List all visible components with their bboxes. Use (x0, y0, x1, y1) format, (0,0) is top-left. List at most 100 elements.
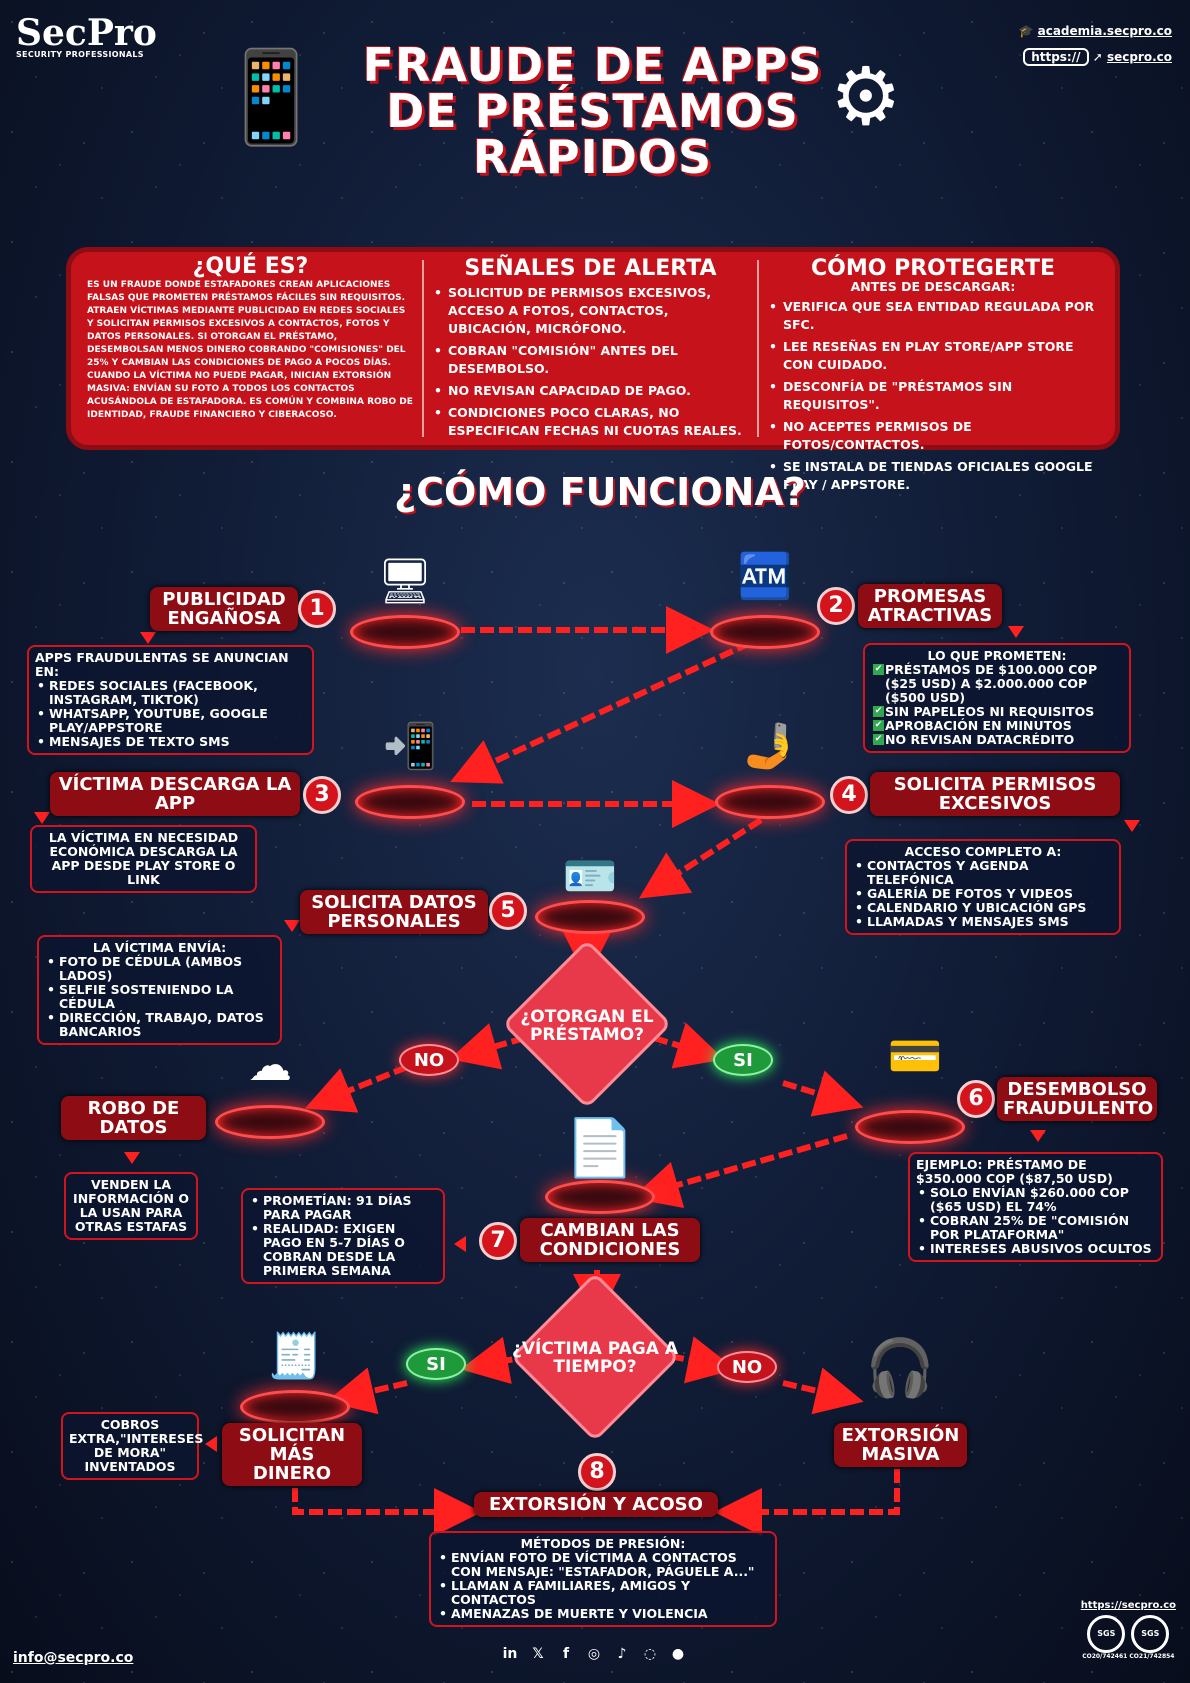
graduation-cap-icon: 🎓 (1018, 24, 1034, 38)
platform (215, 1105, 325, 1139)
step-3-label: VÍCTIMA DESCARGA LA APP (50, 772, 300, 816)
arrow-si-more-money (326, 1367, 408, 1415)
arrow-more-money-8 (292, 1469, 482, 1536)
arrow-no-extortion (782, 1367, 864, 1415)
step-4-box: ACCESO COMPLETO A: CONTACTOS Y AGENDA TE… (845, 839, 1121, 935)
decision-question: ¿VÍCTIMA PAGA A TIEMPO? (512, 1339, 678, 1377)
pointer-triangle (454, 1236, 466, 1252)
step-5-number: 5 (489, 892, 527, 930)
arrow-no-robo (304, 1064, 409, 1113)
more-money-label: SOLICITAN MÁS DINERO (222, 1423, 362, 1486)
step-2-number: 2 (817, 587, 855, 625)
alert-item: CONDICIONES POCO CLARAS, NO ESPECIFICAN … (432, 404, 749, 440)
cash-card-illustration: 💳 (887, 1031, 943, 1082)
cursor-icon: ➚ (1092, 50, 1103, 64)
alert-item: NO REVISAN CAPACIDAD DE PAGO. (432, 382, 749, 400)
site-link[interactable]: secpro.co (1106, 50, 1172, 64)
facebook-icon[interactable]: f (562, 1646, 570, 1662)
pointer-triangle (284, 920, 300, 932)
arrow-decision-si (653, 1022, 725, 1069)
what-is-section: ¿QUÉ ES? ES UN FRAUDE DONDE ESTAFADORES … (79, 256, 424, 437)
arrow-6-to-7 (631, 1133, 848, 1209)
cloud-data-illustration: ☁ (248, 1040, 292, 1091)
secpro-logo: SecPro SECURITY PROFESSIONALS (16, 12, 157, 59)
page-title: FRAUDE DE APPS DE PRÉSTAMOS RÁPIDOS (362, 38, 823, 184)
pointer-triangle (140, 632, 156, 644)
step-7-box: PROMETÍAN: 91 DÍAS PARA PAGARREALIDAD: E… (241, 1188, 445, 1284)
sgs-badge: SGS (1087, 1615, 1126, 1653)
pointer-triangle (1124, 820, 1140, 832)
check-icon-item: PRÉSTAMOS DE $100.000 COP ($25 USD) A $2… (871, 663, 1123, 705)
platform (355, 785, 465, 819)
protect-item: SE INSTALA DE TIENDAS OFICIALES GOOGLE P… (767, 458, 1099, 494)
social-icons: in 𝕏 f ◎ ♪ ◌ ● (500, 1644, 688, 1664)
yes-badge: SI (406, 1348, 466, 1380)
step-2-label: PROMESAS ATRACTIVAS (858, 584, 1002, 628)
pointer-triangle (1030, 1130, 1046, 1142)
chat-icon[interactable]: ◌ (643, 1646, 657, 1662)
step-5-label: SOLICITA DATOS PERSONALES (300, 890, 488, 934)
data-theft-box: VENDEN LA INFORMACIÓN O LA USAN PARA OTR… (64, 1172, 198, 1240)
arrow-extortion-8 (714, 1469, 900, 1536)
data-theft-label: ROBO DE DATOS (61, 1096, 206, 1140)
step-5-box: LA VÍCTIMA ENVÍA: FOTO DE CÉDULA (AMBOS … (37, 935, 282, 1045)
step-6-number: 6 (957, 1080, 995, 1118)
step-8-box: MÉTODOS DE PRESIÓN: ENVÍAN FOTO DE VÍCTI… (429, 1531, 777, 1627)
atm-illustration: 🏧 (737, 551, 793, 602)
step-8-number: 8 (578, 1453, 616, 1491)
info-panel: ¿QUÉ ES? ES UN FRAUDE DONDE ESTAFADORES … (66, 247, 1120, 493)
hand-phone-illustration: 🤳 (742, 721, 798, 772)
contract-document-illustration: 📄 (565, 1116, 635, 1181)
protect-section: CÓMO PROTEGERTE ANTES DE DESCARGAR: VERI… (759, 258, 1107, 493)
pointer-triangle (205, 1436, 217, 1452)
step-4-number: 4 (830, 776, 868, 814)
yes-badge: SI (713, 1044, 773, 1076)
platform (545, 1180, 655, 1214)
arrow-4-to-5 (638, 817, 763, 899)
email-link[interactable]: info@secpro.co (13, 1650, 134, 1666)
phone-money-illustration: 📱 (215, 45, 328, 150)
step-6-label: DESEMBOLSO FRAUDULENTO (997, 1077, 1157, 1121)
how-it-works-title: ¿CÓMO FUNCIONA? (394, 470, 806, 514)
check-icon-item: NO REVISAN DATACRÉDITO (871, 733, 1123, 747)
github-icon[interactable]: ● (671, 1646, 685, 1662)
tiktok-icon[interactable]: ♪ (617, 1646, 627, 1662)
sgs-badge: SGS (1131, 1615, 1170, 1653)
step-6-box: EJEMPLO: PRÉSTAMO DE $350.000 COP ($87,5… (908, 1152, 1163, 1262)
protect-item: VERIFICA QUE SEA ENTIDAD REGULADA POR SF… (767, 298, 1099, 334)
gear-coins-illustration: ⚙ (830, 50, 902, 143)
step-1-box: APPS FRAUDULENTAS SE ANUNCIAN EN: REDES … (27, 645, 314, 755)
platform (855, 1110, 965, 1144)
step-8-label: EXTORSIÓN Y ACOSO (474, 1492, 718, 1517)
alert-item: SOLICITUD DE PERMISOS EXCESIVOS, ACCESO … (432, 284, 749, 338)
x-icon[interactable]: 𝕏 (532, 1646, 544, 1662)
instagram-icon[interactable]: ◎ (587, 1646, 601, 1662)
footer-site-link[interactable]: https://secpro.co (1080, 1600, 1176, 1611)
phone-app-download-illustration: 📲 (382, 721, 438, 772)
arrow-decision2-no (669, 1336, 736, 1384)
no-badge: NO (717, 1351, 777, 1383)
platform (715, 785, 825, 819)
step-1-number: 1 (298, 590, 336, 628)
pointer-triangle (124, 1152, 140, 1164)
https-label: https:// (1023, 48, 1089, 66)
step-7-label: CAMBIAN LAS CONDICIONES (520, 1218, 700, 1262)
linkedin-icon[interactable]: in (502, 1646, 518, 1662)
computer-user-illustration: 🖥 (377, 556, 433, 607)
protect-item: LEE RESEÑAS EN PLAY STORE/APP STORE CON … (767, 338, 1099, 374)
mass-extortion-label: EXTORSIÓN MASIVA (834, 1423, 967, 1467)
decision-question: ¿OTORGAN EL PRÉSTAMO? (520, 1007, 654, 1045)
step-3-box: LA VÍCTIMA EN NECESIDAD ECONÓMICA DESCAR… (30, 825, 257, 893)
step-3-number: 3 (303, 776, 341, 814)
id-document-illustration: 🪪 (562, 851, 618, 902)
step-7-number: 7 (479, 1222, 517, 1260)
platform (240, 1390, 350, 1424)
step-4-label: SOLICITA PERMISOS EXCESIVOS (870, 772, 1120, 816)
check-icon-item: APROBACIÓN EN MINUTOS (871, 719, 1123, 733)
alert-signs-section: SEÑALES DE ALERTA SOLICITUD DE PERMISOS … (424, 258, 759, 440)
protect-item: NO ACEPTES PERMISOS DE FOTOS/CONTACTOS. (767, 418, 1099, 454)
academy-link[interactable]: academia.secpro.co (1037, 24, 1172, 38)
no-badge: NO (399, 1044, 459, 1076)
platform (350, 615, 460, 649)
